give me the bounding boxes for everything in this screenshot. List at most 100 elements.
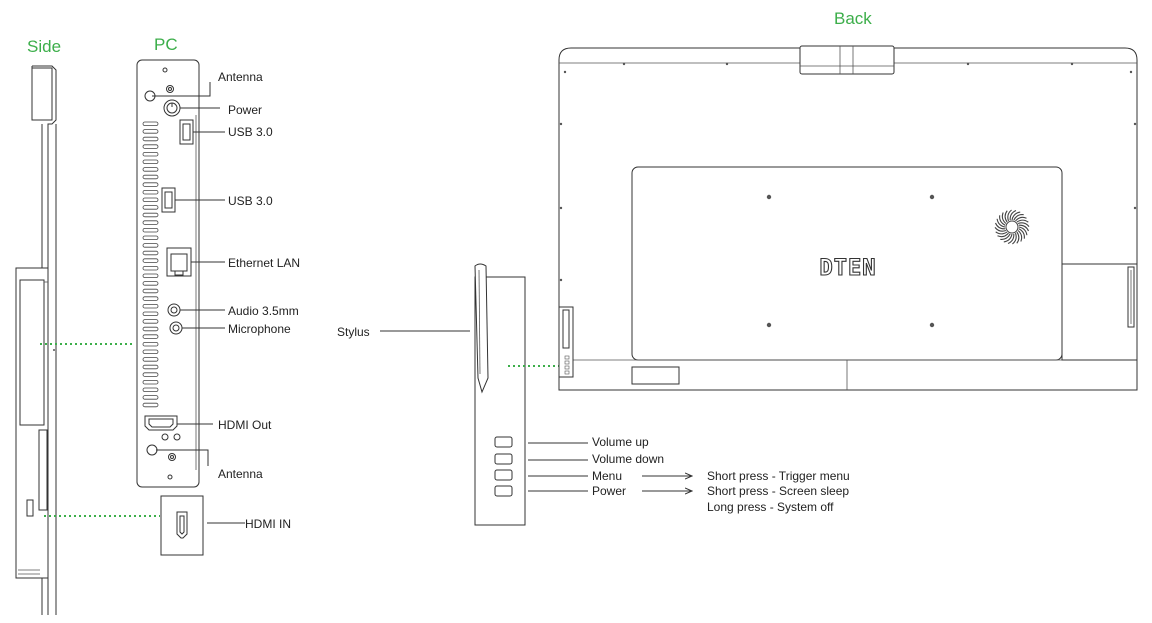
side-hdmi-port: [26, 499, 34, 517]
side-view: [15, 65, 57, 615]
vent-slot: [142, 174, 159, 180]
usb-port-1: [179, 119, 194, 145]
vent-slot: [142, 402, 159, 408]
camera-bracket: [799, 45, 895, 75]
power-button-label: Power: [592, 484, 626, 498]
fan-blade: [1000, 233, 1011, 240]
vent-slot: [142, 121, 159, 126]
audio-label: Audio 3.5mm: [228, 304, 299, 318]
vent-slot: [142, 319, 159, 324]
fan-blade: [994, 222, 1006, 230]
vent-slot: [142, 379, 159, 385]
fan-blade: [1016, 231, 1020, 244]
vent-slot: [142, 311, 159, 316]
vent-slot: [142, 364, 159, 370]
pc-title: PC: [154, 35, 178, 54]
brand-logo: DTEN: [820, 256, 877, 281]
fan-blade: [1013, 214, 1024, 221]
vent-slot: [142, 387, 159, 392]
vent-slot: [142, 227, 159, 233]
menu-short-press-text: Short press - Trigger menu: [707, 469, 850, 483]
vent-slot: [142, 395, 159, 400]
menu-button: [494, 469, 513, 481]
vent-slot: [142, 296, 159, 301]
vent-slot: [142, 265, 159, 271]
microphone-label: Microphone: [228, 322, 291, 336]
vent-slot: [142, 243, 159, 248]
vent-slot: [142, 349, 159, 354]
vent-slot: [142, 182, 159, 187]
ethernet-port: [166, 247, 192, 277]
fan-blade: [1012, 232, 1017, 245]
vent-slot: [142, 326, 159, 332]
fan-blade: [1003, 233, 1013, 243]
vent-slot: [142, 372, 159, 377]
volume-down-button: [494, 453, 513, 465]
power-long-press-text: Long press - System off: [707, 500, 834, 514]
hdmi-out-label: HDMI Out: [218, 418, 272, 432]
volume-down-label: Volume down: [592, 452, 664, 466]
fan-blade: [1004, 210, 1008, 223]
back-view: DTEN: [558, 45, 1138, 391]
fan-hub: [1005, 220, 1019, 234]
audio-jack: [167, 303, 181, 317]
vent-slot: [142, 258, 159, 263]
vent-slot: [142, 144, 159, 149]
vent-slot: [142, 167, 159, 172]
menu-label: Menu: [592, 469, 622, 483]
hdmi-in-panel: [160, 495, 204, 556]
vent-slot: [142, 136, 159, 142]
fan-icon: [994, 209, 1030, 245]
vent-slot: [142, 250, 159, 256]
fan-blade: [994, 227, 1007, 232]
vent-slot: [142, 151, 159, 157]
vent-slot: [142, 159, 159, 164]
fan-blade: [1001, 212, 1007, 224]
vent-slot: [142, 357, 159, 362]
fan-blade: [1007, 233, 1015, 245]
fan-blade: [1015, 216, 1027, 222]
usb-label-2: USB 3.0: [228, 194, 273, 208]
power-label: Power: [228, 103, 262, 117]
fan-blade: [1011, 211, 1021, 221]
vent-slot: [142, 341, 159, 347]
power-button: [494, 485, 513, 497]
fan-blade: [997, 232, 1009, 238]
fan-blade: [1016, 219, 1029, 223]
vent-slot: [142, 303, 159, 309]
fan-blade: [1009, 209, 1017, 221]
stylus-icon: [474, 263, 489, 394]
hdmi-out-port: [144, 415, 178, 431]
hdmi-in-label: HDMI IN: [245, 517, 291, 531]
power-short-press-text: Short press - Screen sleep: [707, 484, 849, 498]
pc-module: [136, 59, 200, 488]
ethernet-label: Ethernet LAN: [228, 256, 300, 270]
vent-slot: [142, 273, 159, 278]
side-control-panel: [474, 263, 526, 526]
stylus-label: Stylus: [337, 325, 370, 339]
vent-slot: [142, 281, 159, 286]
vent-slot: [142, 197, 159, 202]
fan-blade: [996, 218, 1006, 228]
vent-slot: [142, 129, 159, 134]
usb-port-2: [161, 187, 176, 213]
power-icon: [163, 99, 181, 117]
vent-slot: [142, 212, 159, 218]
vent-slot: [142, 288, 159, 294]
antenna-bottom-label: Antenna: [218, 467, 263, 481]
fan-blade: [1017, 222, 1030, 227]
fan-blade: [1018, 228, 1025, 239]
fan-blade: [1018, 226, 1028, 236]
vent-slot: [142, 235, 159, 240]
fan-blade: [995, 231, 1008, 235]
volume-up-label: Volume up: [592, 435, 649, 449]
fan-blade: [1017, 230, 1023, 242]
vent-slot: [142, 334, 159, 339]
volume-up-button: [494, 436, 513, 448]
vent-slot: [142, 189, 159, 195]
fan-blade: [999, 215, 1006, 226]
fan-blade: [1018, 224, 1030, 232]
vent-slot: [142, 205, 159, 210]
back-title: Back: [834, 9, 872, 28]
